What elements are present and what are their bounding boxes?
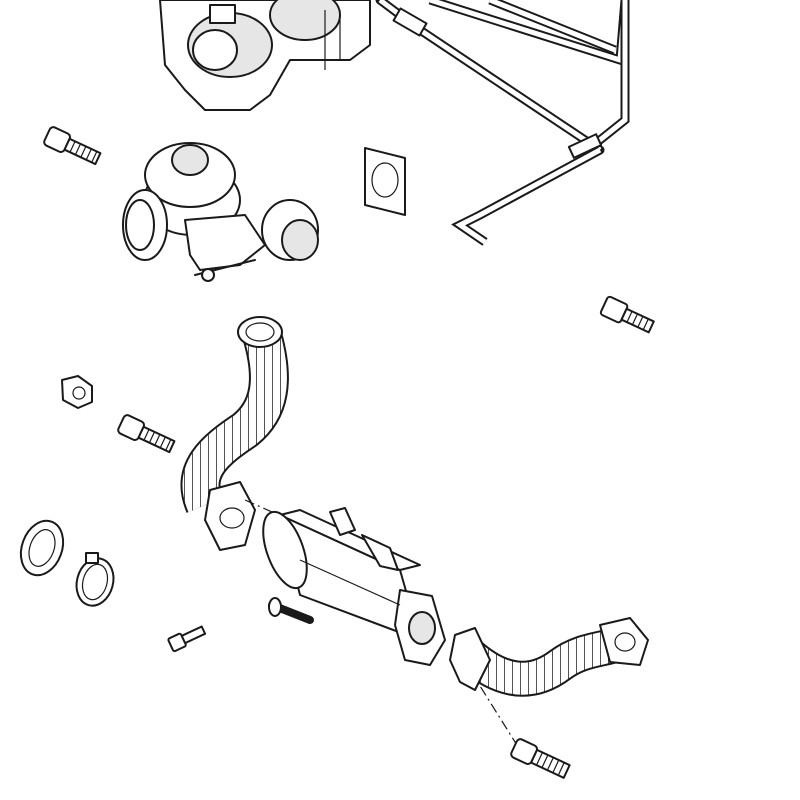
- small-bolt: [167, 625, 207, 653]
- gasket: [364, 147, 406, 216]
- sealing-ring: [19, 519, 65, 577]
- bolt: [510, 738, 571, 779]
- bolt: [43, 126, 102, 166]
- flex-pipe-upper: [180, 316, 289, 551]
- upper-valve-assembly: [159, 0, 371, 111]
- sensor-stud: [599, 295, 655, 334]
- egr-valve: [122, 142, 319, 282]
- flex-pipe-lower: [449, 617, 649, 697]
- hose-clamp: [75, 552, 115, 607]
- nut: [61, 375, 93, 409]
- vacuum-pipes: [375, 0, 630, 246]
- egr-cooler: [262, 507, 446, 666]
- bolt: [117, 414, 176, 454]
